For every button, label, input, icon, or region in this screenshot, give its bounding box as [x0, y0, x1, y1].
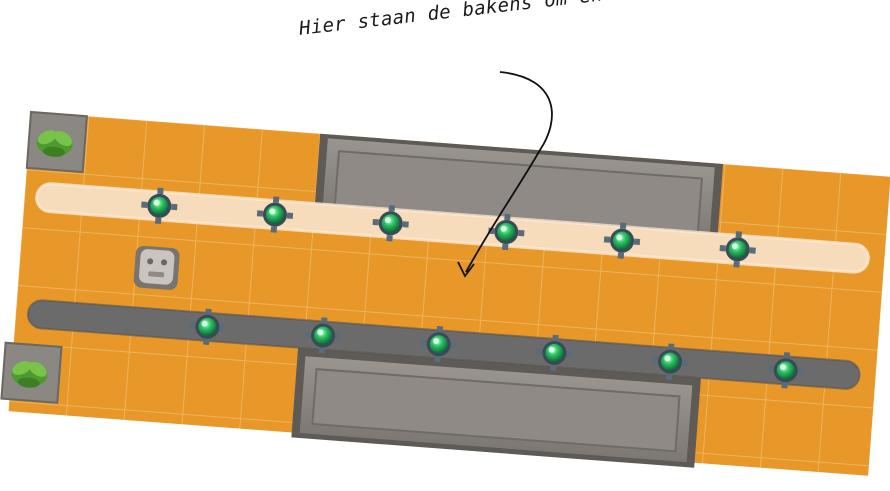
light-lane: [36, 183, 869, 273]
beacon-dark-lane[interactable]: [419, 325, 458, 364]
beacon-dark-lane[interactable]: [304, 316, 343, 355]
beacon-dark-lane[interactable]: [535, 334, 574, 373]
beacon-dark-lane[interactable]: [766, 351, 805, 390]
beacon-light-lane[interactable]: [256, 195, 295, 234]
beacon-light-lane[interactable]: [603, 221, 642, 260]
beacon-light-lane[interactable]: [371, 204, 410, 243]
beacon-light-lane[interactable]: [140, 187, 179, 226]
plant-top-left: [25, 110, 88, 174]
stone-golem-unit[interactable]: [133, 245, 180, 290]
beacon-light-lane[interactable]: [718, 230, 757, 269]
beacon-dark-lane[interactable]: [188, 308, 227, 347]
beacon-light-lane[interactable]: [487, 213, 526, 252]
plant-bottom-left: [0, 341, 63, 404]
bottom-wall: [291, 347, 701, 468]
annotation-arrow: [457, 71, 553, 278]
beacon-dark-lane[interactable]: [651, 342, 690, 381]
